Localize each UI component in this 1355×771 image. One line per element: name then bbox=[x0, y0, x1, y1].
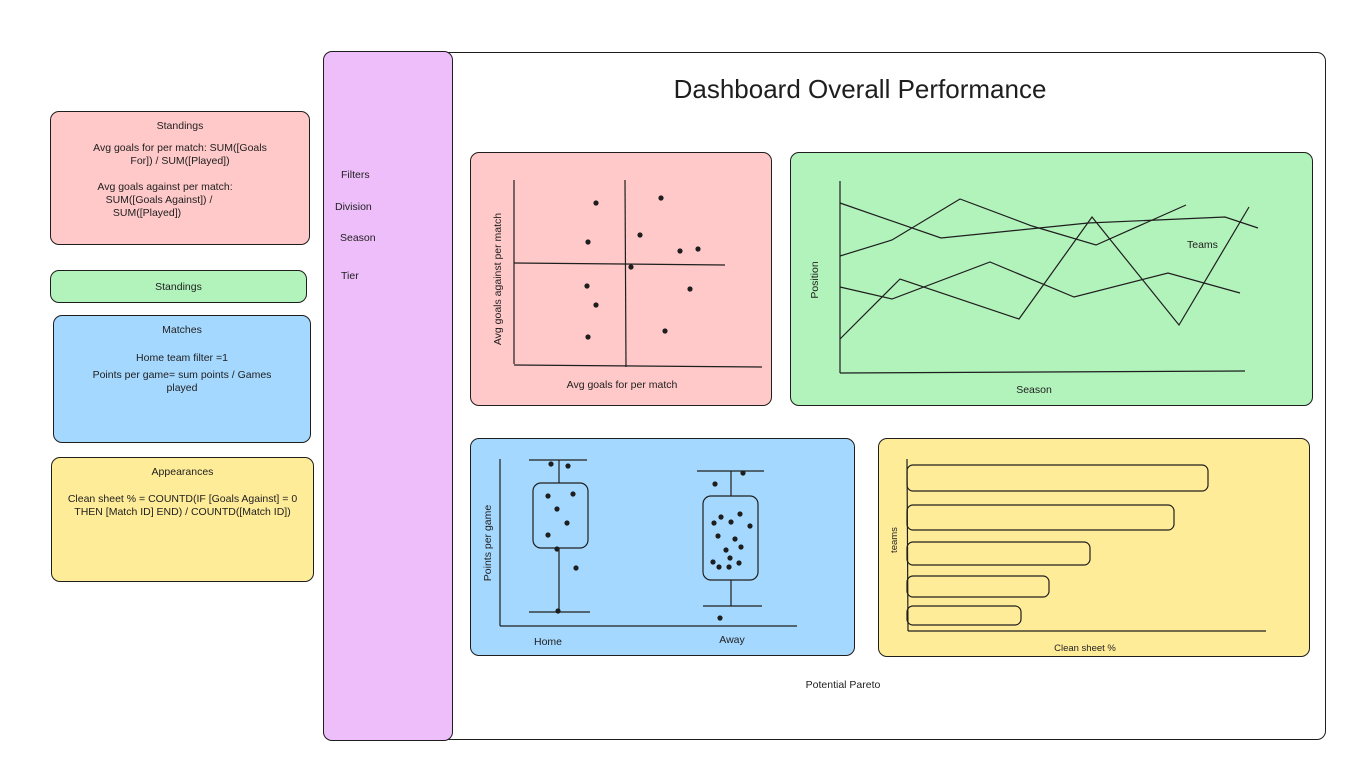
home-point bbox=[554, 506, 560, 512]
box-category-away: Away bbox=[719, 634, 745, 646]
away-point bbox=[718, 514, 724, 520]
bar bbox=[906, 575, 1050, 598]
bar bbox=[906, 605, 1022, 626]
scatter-point bbox=[662, 328, 668, 334]
scatter-point bbox=[585, 239, 591, 245]
standings-formula-note: Standings Avg goals for per match: SUM([… bbox=[50, 111, 310, 245]
away-point bbox=[726, 564, 732, 570]
scatter-quadrant-vertical bbox=[624, 179, 627, 368]
bar-sketch: Clean sheet % teams bbox=[889, 458, 1266, 654]
away-point bbox=[727, 555, 733, 561]
line-series bbox=[839, 261, 1241, 300]
bar bbox=[906, 464, 1209, 492]
line-series bbox=[839, 198, 1187, 257]
home-point bbox=[570, 491, 576, 497]
filter-panel[interactable] bbox=[323, 51, 453, 741]
boxplot-sketch: Home Away Points per game bbox=[482, 459, 797, 648]
bar bbox=[906, 504, 1175, 531]
away-point bbox=[710, 559, 716, 565]
scatter-point bbox=[585, 334, 591, 340]
scatter-point bbox=[628, 264, 634, 270]
note-line: SUM([Goals Against]) / bbox=[105, 194, 213, 206]
away-point bbox=[732, 536, 738, 542]
scatter-x-axis bbox=[513, 364, 763, 368]
note-title: Appearances bbox=[151, 466, 214, 478]
note-line: Clean sheet % = COUNTD(IF [Goals Against… bbox=[67, 493, 298, 505]
scatter-panel bbox=[470, 152, 772, 406]
note-title: Standings bbox=[156, 120, 204, 132]
away-point bbox=[723, 547, 729, 553]
away-point bbox=[740, 470, 746, 476]
away-point bbox=[738, 544, 744, 550]
scatter-sketch: Avg goals for per match Avg goals agains… bbox=[492, 179, 763, 391]
scatter-point bbox=[584, 283, 590, 289]
bar-x-label: Clean sheet % bbox=[1054, 643, 1116, 654]
scatter-point bbox=[687, 286, 693, 292]
filter-tier[interactable]: Tier bbox=[341, 270, 359, 282]
away-point bbox=[717, 615, 723, 621]
note-line: THEN [Match ID] END) / COUNTD([Match ID]… bbox=[74, 506, 291, 518]
note-line: Avg goals for per match: SUM([Goals bbox=[93, 142, 267, 154]
note-line: played bbox=[166, 382, 198, 394]
bar bbox=[906, 541, 1091, 566]
appearances-note: Appearances Clean sheet % = COUNTD(IF [G… bbox=[51, 457, 314, 582]
line-y-label: Position bbox=[809, 261, 821, 299]
home-point bbox=[545, 493, 551, 499]
scatter-point bbox=[593, 200, 599, 206]
home-point bbox=[548, 461, 554, 467]
line-series bbox=[839, 206, 1250, 340]
scatter-point bbox=[677, 248, 683, 254]
line-legend-label: Teams bbox=[1187, 239, 1218, 251]
home-box bbox=[532, 482, 589, 549]
away-point bbox=[715, 533, 721, 539]
scatter-quadrant-horizontal bbox=[513, 262, 726, 266]
matches-note: Matches Home team filter =1 Points per g… bbox=[53, 315, 311, 443]
home-point bbox=[564, 520, 570, 526]
line-panel bbox=[790, 152, 1313, 406]
bar-y-label: teams bbox=[889, 527, 900, 553]
box-panel bbox=[470, 438, 855, 656]
bar-panel bbox=[878, 438, 1310, 657]
box-category-home: Home bbox=[534, 636, 562, 648]
away-point bbox=[736, 560, 742, 566]
note-line: Home team filter =1 bbox=[136, 352, 228, 364]
note-title: Matches bbox=[162, 324, 202, 336]
scatter-point bbox=[593, 302, 599, 308]
note-line: Points per game= sum points / Games bbox=[92, 369, 272, 381]
filter-division[interactable]: Division bbox=[335, 201, 372, 213]
away-point bbox=[711, 520, 717, 526]
line-x-axis bbox=[839, 370, 1246, 374]
filters-heading: Filters bbox=[341, 169, 370, 181]
note-title: Standings bbox=[155, 281, 202, 293]
away-point bbox=[747, 523, 753, 529]
line-series bbox=[839, 202, 1259, 239]
footer-caption: Potential Pareto bbox=[805, 679, 881, 691]
home-point bbox=[545, 532, 551, 538]
scatter-point bbox=[695, 246, 701, 252]
note-line: For]) / SUM([Played]) bbox=[130, 155, 230, 167]
away-point bbox=[728, 519, 734, 525]
home-point bbox=[554, 546, 560, 552]
home-point bbox=[573, 565, 579, 571]
scatter-point bbox=[658, 195, 664, 201]
away-point bbox=[716, 564, 722, 570]
scatter-point bbox=[637, 232, 643, 238]
home-point bbox=[565, 463, 571, 469]
line-x-label: Season bbox=[1016, 384, 1052, 396]
dashboard-title: Dashboard Overall Performance bbox=[673, 74, 1047, 104]
scatter-y-label: Avg goals against per match bbox=[492, 213, 504, 345]
filter-season[interactable]: Season bbox=[340, 232, 376, 244]
box-y-label: Points per game bbox=[482, 505, 494, 582]
scatter-x-label: Avg goals for per match bbox=[567, 379, 678, 391]
note-line: Avg goals against per match: bbox=[97, 181, 233, 193]
away-point bbox=[737, 511, 743, 517]
standings-note: Standings bbox=[50, 270, 307, 303]
home-point bbox=[555, 608, 561, 614]
note-line: SUM([Played]) bbox=[112, 207, 182, 219]
away-point bbox=[712, 481, 718, 487]
line-sketch: Teams Season Position bbox=[809, 181, 1259, 396]
